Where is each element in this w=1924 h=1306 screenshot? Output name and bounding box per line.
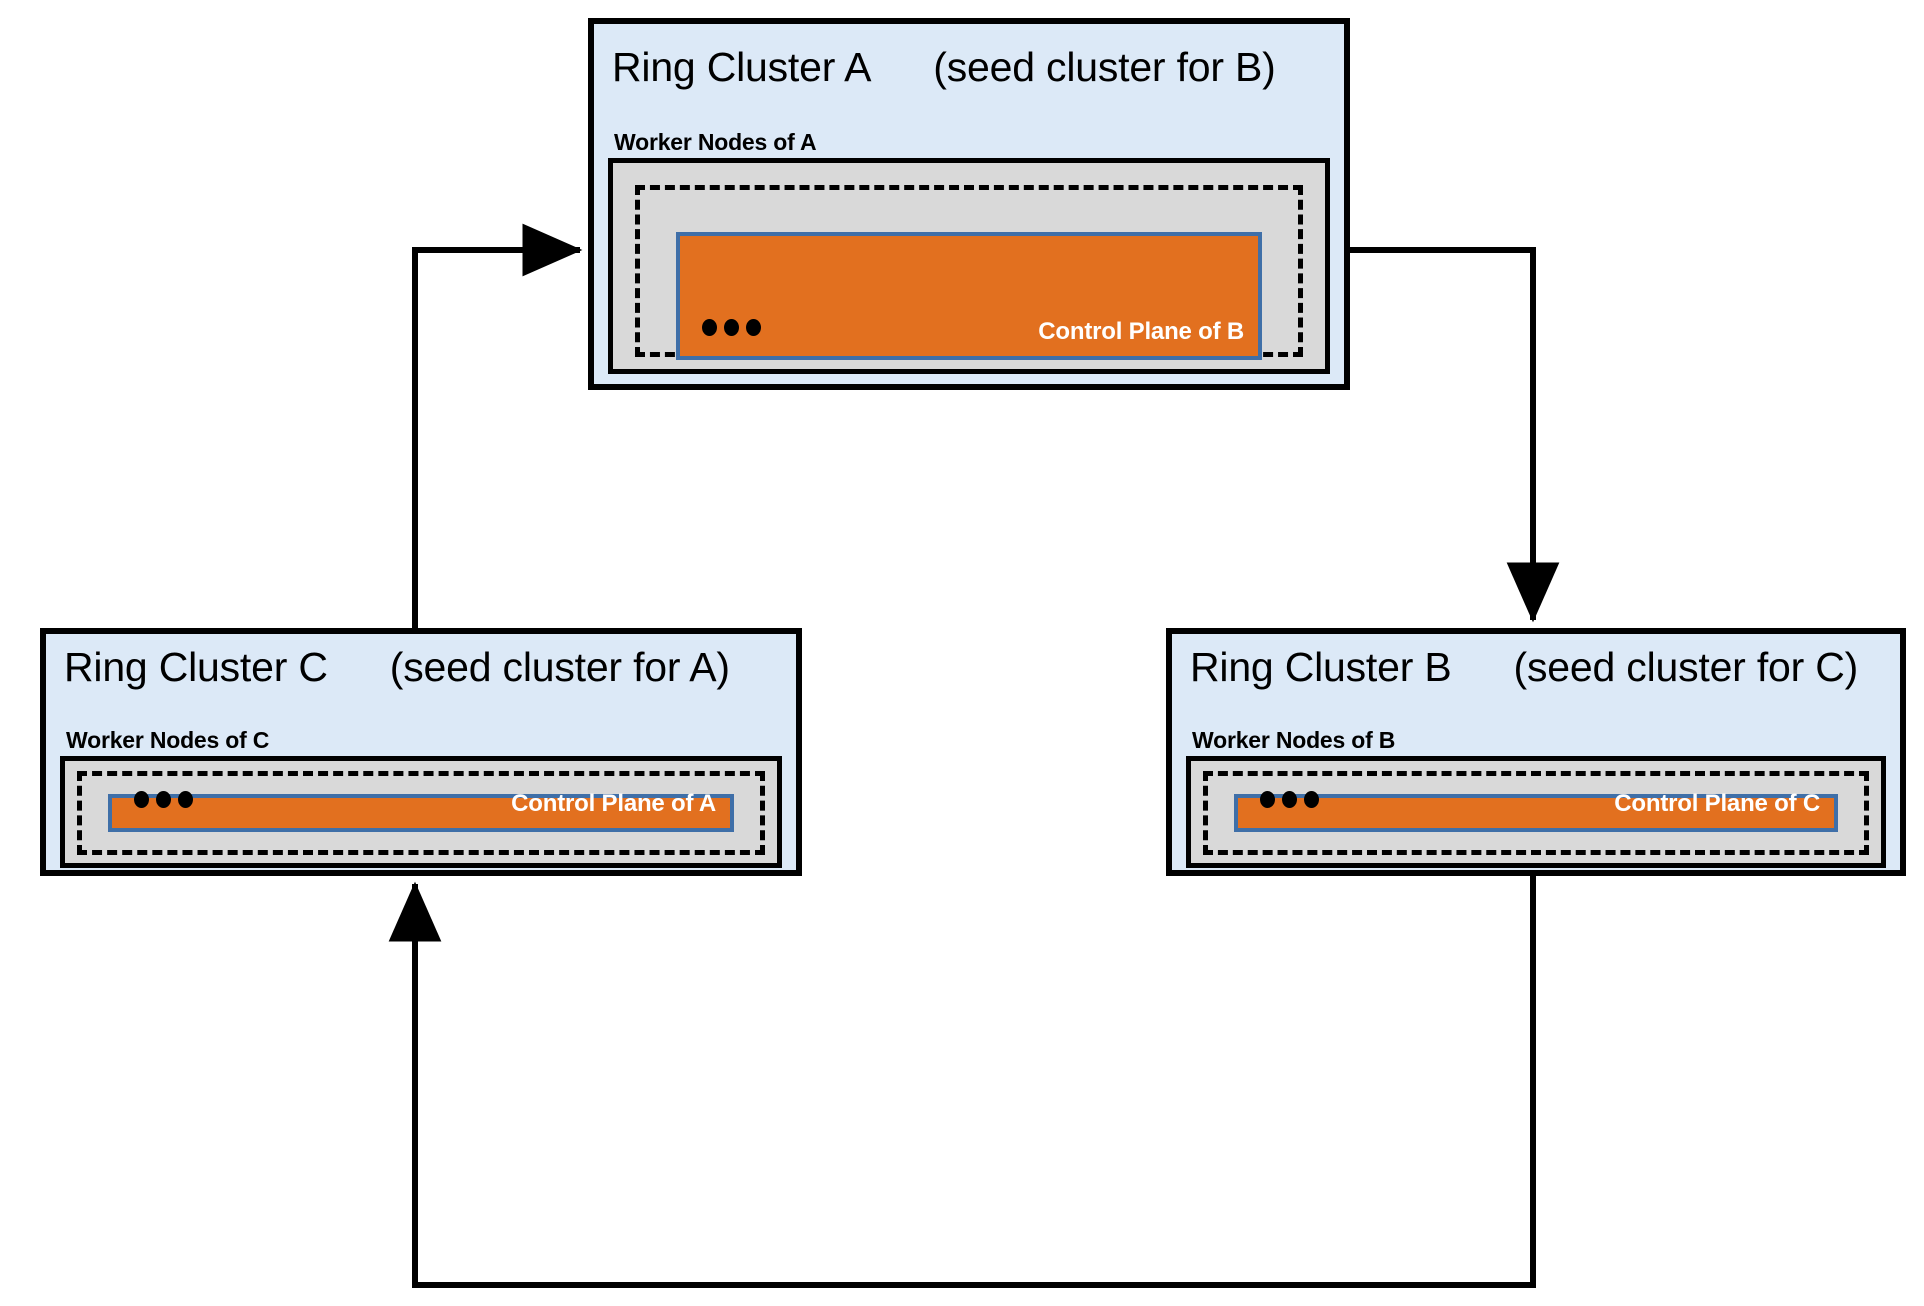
cluster-a-name: Ring Cluster A [612,44,872,90]
cluster-b-worker-nodes-box: Control Plane of C [1186,756,1886,868]
arrow-cluster-a-to-cluster-b [1350,247,1560,623]
cluster-b-ellipsis-icon [1260,791,1319,808]
cluster-c-worker-nodes-label: Worker Nodes of C [66,727,270,753]
cluster-c-title: Ring Cluster C (seed cluster for A) [64,644,730,691]
cluster-a-ellipsis-icon [702,319,761,336]
cluster-c-worker-nodes-box: Control Plane of A [60,756,782,868]
arrow-cluster-c-to-cluster-a [412,223,583,628]
cluster-c-seed-note: (seed cluster for A) [389,644,730,690]
ring-cluster-c[interactable]: Ring Cluster C (seed cluster for A) Worke… [40,628,802,876]
cluster-c-name: Ring Cluster C [64,644,328,690]
cluster-b-title: Ring Cluster B (seed cluster for C) [1190,644,1858,691]
cluster-a-worker-nodes-box: Control Plane of B [608,158,1330,374]
cluster-c-control-plane-box[interactable]: Control Plane of A [108,790,734,832]
cluster-b-worker-nodes-label: Worker Nodes of B [1192,727,1396,753]
cluster-c-worker-node-dashed-boundary: Control Plane of A [77,771,765,855]
cluster-b-name: Ring Cluster B [1190,644,1452,690]
cluster-c-ellipsis-icon [134,791,193,808]
cluster-c-control-plane-label: Control Plane of A [511,790,716,817]
cluster-b-control-plane-box[interactable]: Control Plane of C [1234,790,1838,832]
ring-cluster-b[interactable]: Ring Cluster B (seed cluster for C) Worke… [1166,628,1906,876]
cluster-a-seed-note: (seed cluster for B) [933,44,1276,90]
cluster-b-worker-node-dashed-boundary: Control Plane of C [1203,771,1869,855]
cluster-a-control-plane-box[interactable]: Control Plane of B [676,232,1262,360]
cluster-a-title: Ring Cluster A (seed cluster for B) [612,44,1276,91]
cluster-b-seed-note: (seed cluster for C) [1513,644,1859,690]
cluster-a-control-plane-label: Control Plane of B [1038,318,1244,345]
cluster-b-control-plane-label: Control Plane of C [1614,790,1820,817]
cluster-a-worker-node-dashed-boundary: Control Plane of B [635,185,1303,360]
arrow-cluster-b-to-cluster-c [388,876,1536,1288]
ring-cluster-a[interactable]: Ring Cluster A (seed cluster for B) Worke… [588,18,1350,390]
cluster-a-worker-nodes-label: Worker Nodes of A [614,129,817,155]
